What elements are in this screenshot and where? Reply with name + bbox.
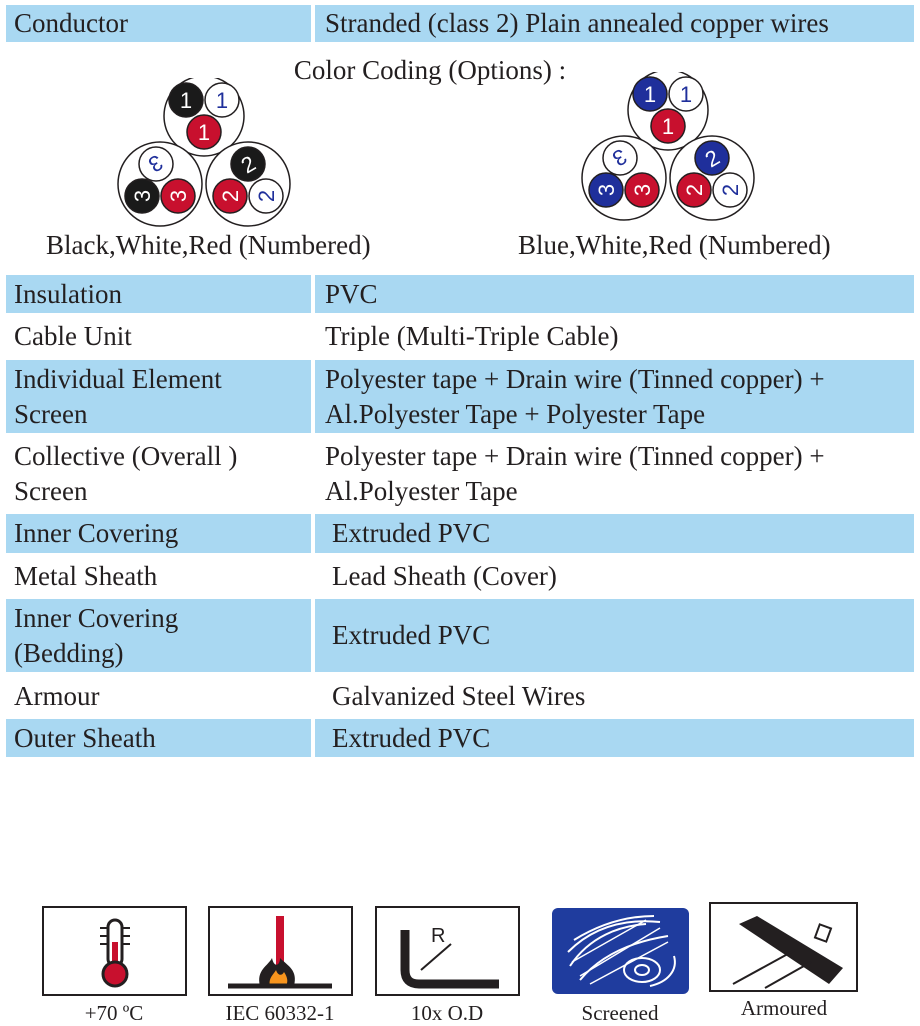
triple-2: 2 2 2 <box>669 135 755 221</box>
spec-label: Insulation <box>6 275 311 313</box>
spec-label: Armour <box>14 680 100 711</box>
spec-label: Cable Unit <box>14 320 132 351</box>
svg-text:1: 1 <box>216 88 228 113</box>
spec-value: Extruded PVC <box>315 719 914 757</box>
spec-row-metal-sheath: Metal Sheath Lead Sheath (Cover) <box>6 557 914 595</box>
armour-icon <box>709 902 858 992</box>
spec-label: Conductor <box>6 5 311 42</box>
spec-value: Polyester tape + Drain wire (Tinned copp… <box>325 440 825 506</box>
spec-row-collective-screen: Collective (Overall ) Screen Polyester t… <box>6 437 914 510</box>
spec-row-bedding: Inner Covering (Bedding) Extruded PVC <box>6 599 914 672</box>
svg-text:2: 2 <box>254 190 279 202</box>
spec-value: Lead Sheath (Cover) <box>332 560 557 591</box>
svg-text:3: 3 <box>594 184 619 196</box>
svg-text:3: 3 <box>130 190 155 202</box>
color-diagram-blue-white-red: 1 1 1 3 3 3 2 2 2 <box>581 72 755 221</box>
spec-row-outer-sheath: Outer Sheath Extruded PVC <box>6 719 914 757</box>
color-coding-heading: Color Coding (Options) : <box>293 55 567 85</box>
bend-radius-icon: R <box>375 906 520 996</box>
icon-label-armoured: Armoured <box>740 996 828 1020</box>
spec-row-inner-covering: Inner Covering Extruded PVC <box>6 514 914 553</box>
color-diagram-black-white-red: 1 1 1 3 3 3 2 2 2 <box>117 78 291 227</box>
spec-value: Stranded (class 2) Plain annealed copper… <box>315 5 914 42</box>
spec-value: Extruded PVC <box>315 514 914 553</box>
svg-text:R: R <box>431 925 445 947</box>
spec-label: Inner Covering (Bedding) <box>6 599 311 672</box>
icon-label-screened: Screened <box>581 1001 659 1025</box>
spec-row-insulation: Insulation PVC <box>6 275 914 313</box>
svg-text:1: 1 <box>198 120 210 145</box>
triple-1: 1 1 1 <box>627 72 709 151</box>
icon-label-flame-test: IEC 60332-1 <box>225 1001 335 1025</box>
spec-label: Outer Sheath <box>6 719 311 757</box>
svg-text:1: 1 <box>180 88 192 113</box>
icon-label-temperature: +70 ºC <box>84 1001 144 1025</box>
triple-1: 1 1 1 <box>163 78 245 157</box>
thermometer-icon <box>42 906 187 996</box>
svg-text:3: 3 <box>630 184 655 196</box>
spec-row-armour: Armour Galvanized Steel Wires <box>6 677 914 715</box>
spec-label: Individual Element Screen <box>6 360 311 433</box>
spec-value: Polyester tape + Drain wire (Tinned copp… <box>315 360 914 433</box>
svg-text:1: 1 <box>662 114 674 139</box>
spec-row-conductor: Conductor Stranded (class 2) Plain annea… <box>6 5 914 42</box>
svg-text:3: 3 <box>166 190 191 202</box>
screen-icon <box>550 906 695 996</box>
color-option-b-caption: Blue,White,Red (Numbered) <box>518 230 831 260</box>
svg-text:2: 2 <box>682 184 707 196</box>
svg-text:1: 1 <box>644 82 656 107</box>
triple-3: 3 3 3 <box>117 141 203 227</box>
svg-text:1: 1 <box>680 82 692 107</box>
color-option-a-caption: Black,White,Red (Numbered) <box>46 230 371 260</box>
triple-3: 3 3 3 <box>581 135 667 221</box>
spec-row-individual-screen: Individual Element Screen Polyester tape… <box>6 360 914 433</box>
spec-value: Galvanized Steel Wires <box>332 680 586 711</box>
spec-label: Metal Sheath <box>14 560 158 591</box>
spec-value: Extruded PVC <box>315 599 914 672</box>
spec-value: Triple (Multi-Triple Cable) <box>325 320 619 351</box>
spec-label: Inner Covering <box>6 514 311 553</box>
icon-label-bend-radius: 10x O.D <box>410 1001 484 1025</box>
spec-value: PVC <box>315 275 914 313</box>
spec-label: Collective (Overall ) Screen <box>14 440 238 506</box>
flame-test-icon <box>208 906 353 996</box>
svg-text:2: 2 <box>218 190 243 202</box>
svg-text:2: 2 <box>718 184 743 196</box>
spec-row-cable-unit: Cable Unit Triple (Multi-Triple Cable) <box>6 317 914 355</box>
triple-2: 2 2 2 <box>205 141 291 227</box>
